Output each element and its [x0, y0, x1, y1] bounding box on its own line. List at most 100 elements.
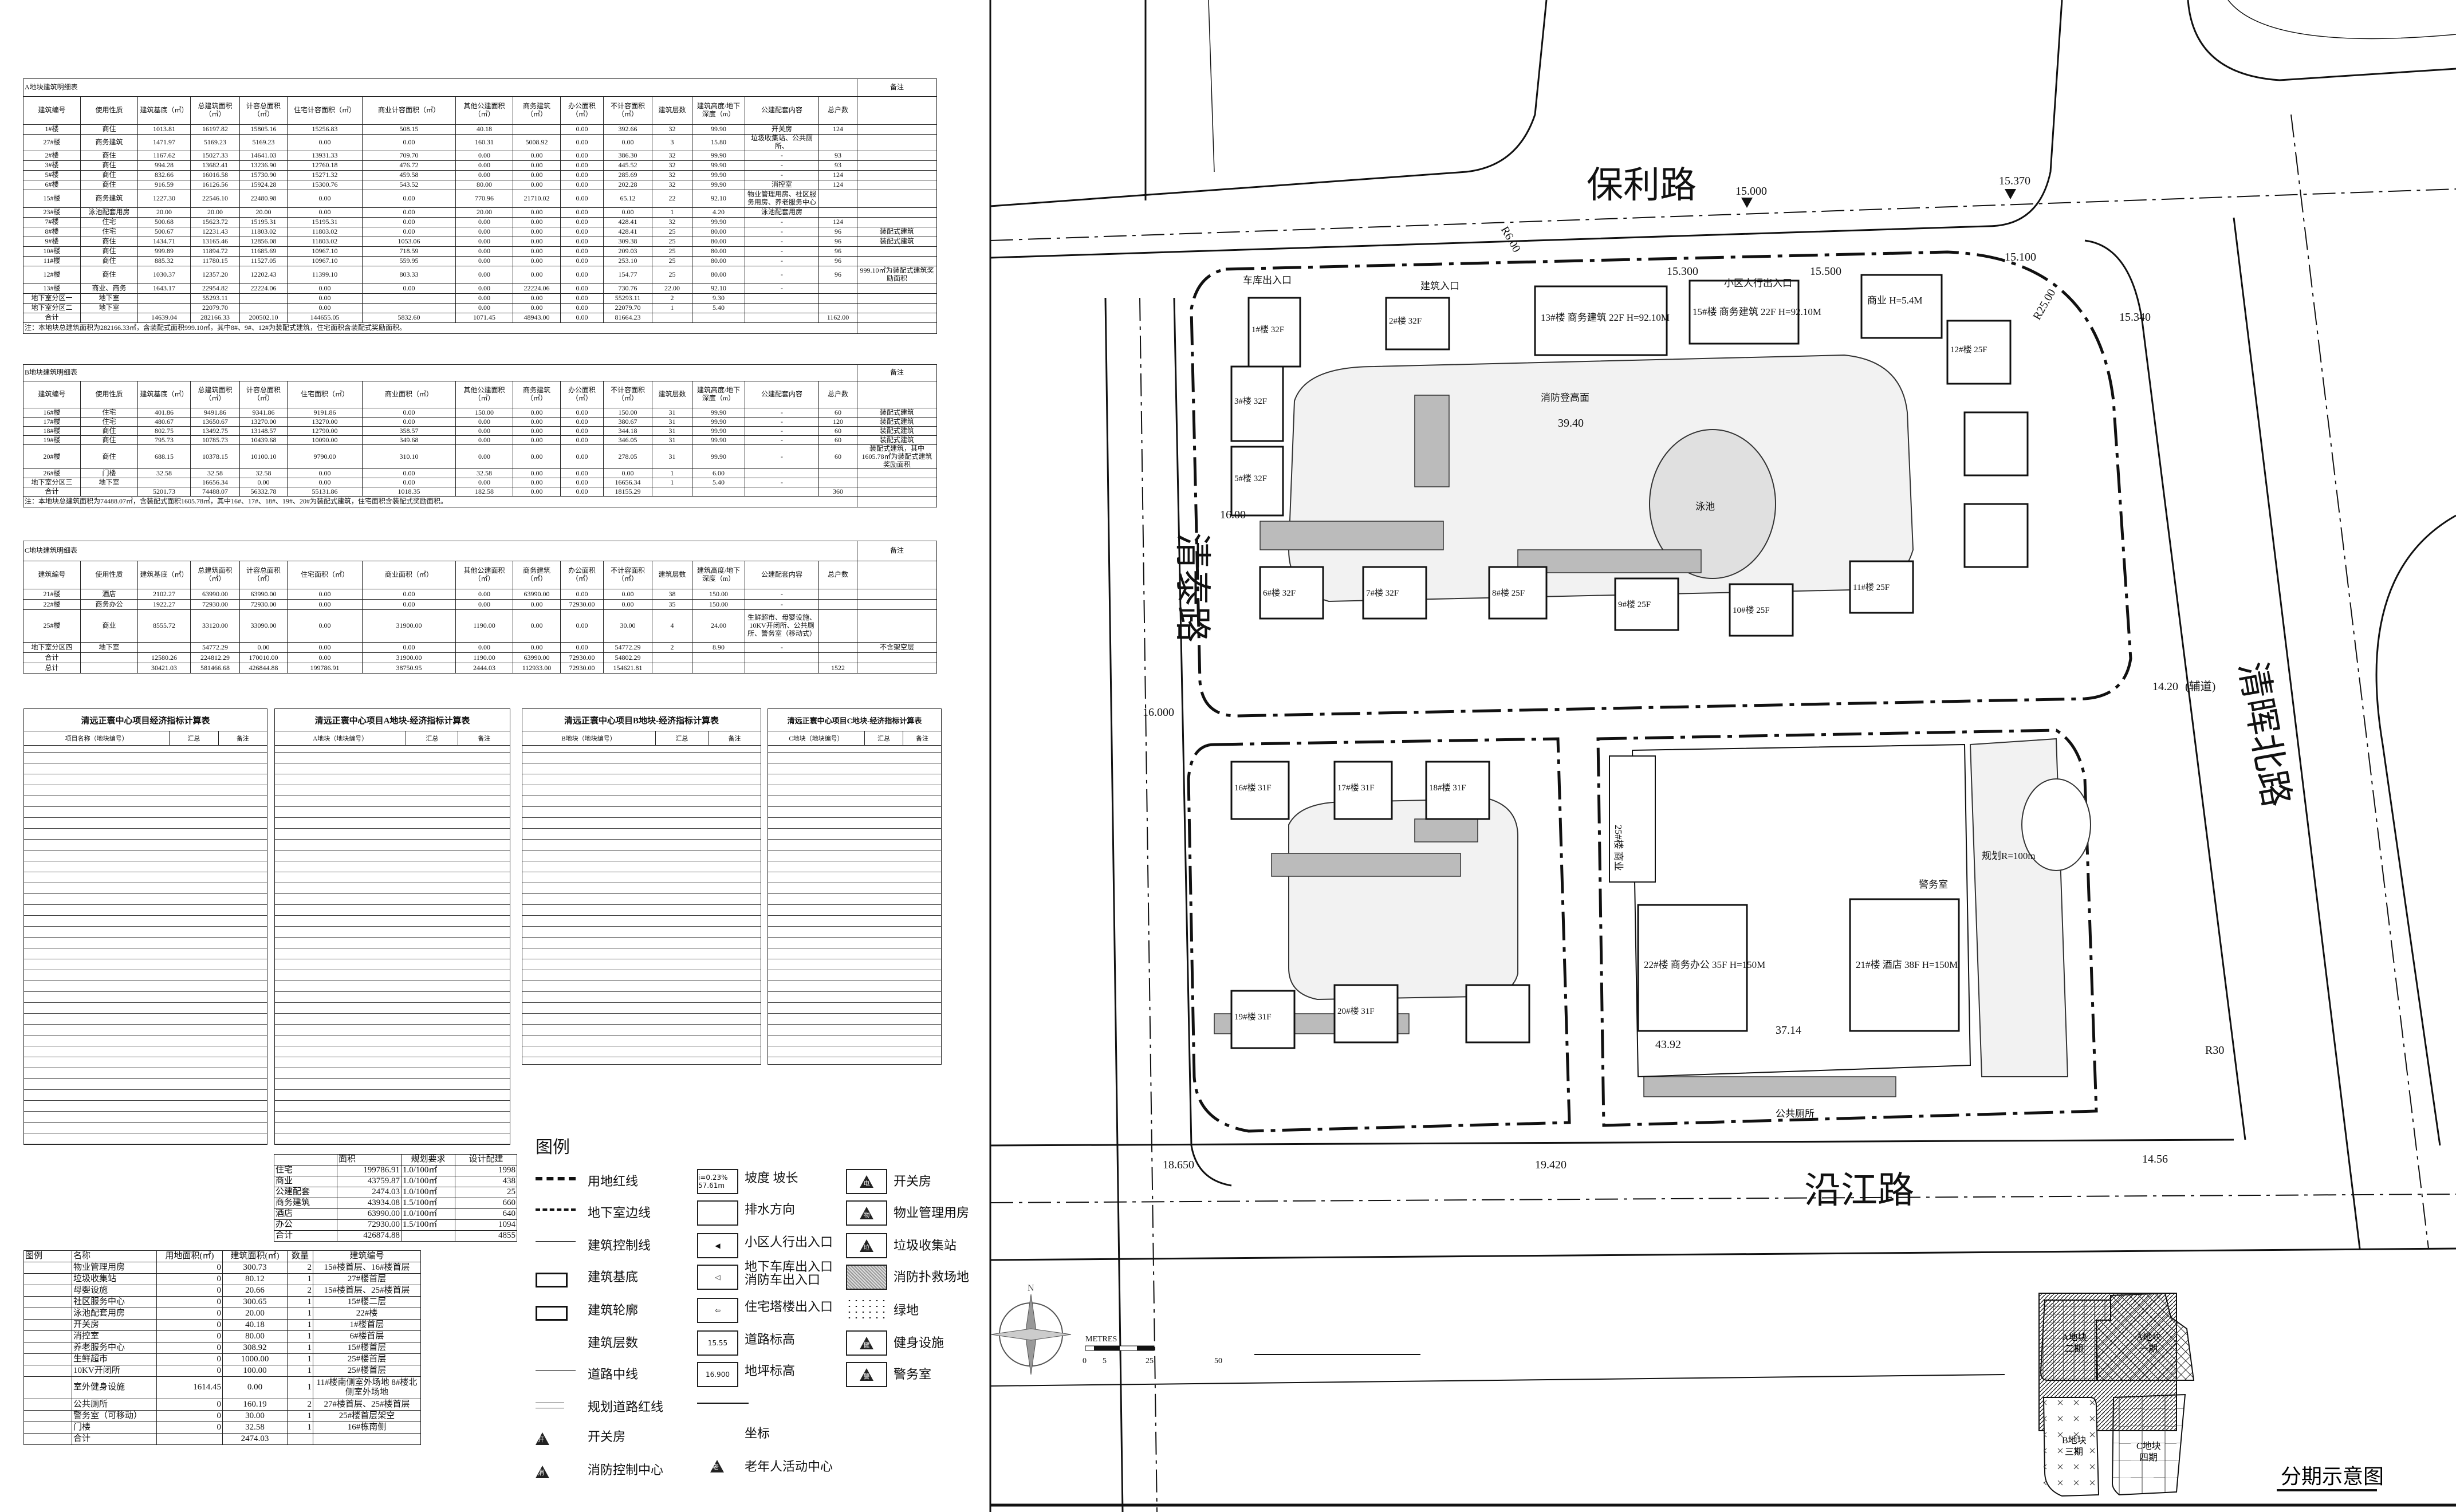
- table-cell: 公建配套: [274, 1187, 337, 1198]
- column-header: 规划要求: [401, 1154, 455, 1166]
- table-cell: 2102.27: [137, 589, 191, 600]
- column-header: 不计容面积（㎡）: [603, 381, 652, 408]
- table-cell: 32.58: [455, 468, 513, 479]
- table-cell: 0.00: [513, 478, 561, 488]
- table-cell: 22546.10: [190, 189, 240, 208]
- column-header: 建筑编号: [23, 381, 81, 408]
- table-cell: 11803.02: [287, 226, 363, 237]
- table-cell: 22: [652, 189, 692, 208]
- tower: [1729, 583, 1794, 637]
- elevation-label: 15.000: [1735, 185, 1767, 198]
- elevation-label: 15.500: [1810, 265, 1841, 278]
- elevation-label: 16.000: [1143, 706, 1174, 719]
- column-header: 数量: [287, 1250, 313, 1262]
- scale-tick: 0: [1083, 1357, 1087, 1365]
- table-cell: 16656.34: [603, 478, 652, 488]
- tower: [1230, 365, 1284, 442]
- dimension: 39.40: [1558, 417, 1584, 430]
- dimension: R25.00: [2030, 287, 2058, 322]
- tower: [1849, 560, 1914, 614]
- table-cell: 32.58: [239, 468, 288, 479]
- building-labels: 13#楼 商务建筑 22F H=92.10M 15#楼 商务建筑 22F H=9…: [1243, 275, 2036, 1119]
- column-header: 总户数: [818, 381, 857, 408]
- column-header: 住宅面积（㎡）: [287, 561, 363, 589]
- table-cell: 0.00: [287, 134, 363, 151]
- table-cell: 20#楼: [23, 444, 81, 470]
- table-cell: 31900.00: [362, 609, 456, 643]
- table-cell: 不含架空层: [857, 642, 937, 653]
- dimension: 43.92: [1655, 1038, 1681, 1051]
- table-cell: 1030.37: [137, 265, 191, 284]
- table-cell: 0.00: [560, 312, 604, 323]
- table-cell: 581466.68: [190, 663, 240, 674]
- table-cell: 99.90: [692, 435, 745, 445]
- column-header: 计容总面积（㎡）: [239, 381, 288, 408]
- building-27: [1860, 274, 1943, 339]
- buildings-a: [1230, 274, 2029, 637]
- table-cell: 32: [652, 150, 692, 161]
- eco-table-b: 清远正寰中心项目B地块-经济指标计算表 B地块（地块编号）汇总备注: [522, 708, 761, 1065]
- tower: [1259, 566, 1324, 620]
- column-header: 不计容面积（㎡）: [603, 561, 652, 589]
- dimension: R6.00: [1498, 225, 1523, 255]
- table-cell: 0.00: [513, 207, 561, 218]
- table-cell: 22224.06: [513, 283, 561, 294]
- table-cell: [857, 663, 937, 674]
- table-cell: 26#楼: [23, 468, 81, 479]
- table-cell: 300.73: [222, 1262, 288, 1274]
- table-cell: 72930.00: [560, 663, 604, 674]
- eco-table-title: 清远正寰中心项目C地块-经济指标计算表: [768, 709, 941, 731]
- table-cell: 96: [818, 265, 857, 284]
- table-cell: 144655.05: [287, 312, 363, 323]
- building-table-b: B地块建筑明细表备注建筑编号使用性质建筑基底（㎡）总建筑面积（㎡）计容总面积（㎡…: [23, 364, 937, 508]
- table-cell: 0.00: [603, 134, 652, 151]
- table-cell: 33120.00: [190, 609, 240, 643]
- table-cell: 25: [652, 265, 692, 284]
- table-cell: 15195.31: [239, 216, 288, 227]
- eco-table-title: 清远正寰中心项目经济指标计算表: [24, 709, 267, 731]
- table-cell: 30.00: [603, 609, 652, 643]
- table-cell: 1013.81: [137, 124, 191, 135]
- building-label: 建筑入口: [1420, 281, 1459, 292]
- table-cell: 0.00: [455, 265, 513, 284]
- column-header: 使用性质: [80, 561, 138, 589]
- table-cell: 1#楼: [23, 124, 81, 135]
- tower: [1362, 566, 1427, 620]
- buildings-b: [1230, 761, 1530, 1049]
- remark-header: 备注: [857, 78, 937, 97]
- table-cell: 1.0/100㎡: [401, 1187, 455, 1198]
- phase-label: C地块: [2136, 1441, 2161, 1451]
- table-cell: 0.00: [287, 302, 363, 313]
- building-label: 规划R=100m: [1982, 850, 2036, 861]
- table-cell: 0.00: [222, 1376, 288, 1399]
- table-cell: 99.90: [692, 124, 745, 135]
- elevation-marks: 15.000 15.370 15.100 15.300 15.500 16.00…: [1143, 175, 2178, 1171]
- table-cell: 1227.30: [137, 189, 191, 208]
- table-cell: 0.00: [362, 642, 456, 653]
- table-cell: 999.10㎡为装配式建筑奖励面积: [857, 265, 937, 284]
- table-cell: 25: [455, 1187, 517, 1198]
- table-cell: 8555.72: [137, 609, 191, 643]
- column-header: 商务建筑（㎡）: [513, 96, 561, 125]
- tower: [1247, 297, 1301, 368]
- table-cell: 0.00: [513, 444, 561, 470]
- table-cell: 150.00: [692, 599, 745, 610]
- building-label: 泳池: [1695, 501, 1715, 512]
- table-cell: 13148.57: [239, 426, 288, 436]
- table-cell: 124: [818, 170, 857, 180]
- road-name-west: 清泰路: [1172, 533, 1213, 643]
- dimension: R30: [2205, 1044, 2224, 1057]
- north-label: N: [1028, 1283, 1034, 1293]
- table-cell: 4855: [455, 1230, 517, 1242]
- table-cell: 11894.72: [190, 246, 240, 257]
- table-cell: 80.00: [222, 1330, 288, 1342]
- column-header: 商务建筑（㎡）: [513, 561, 561, 589]
- column-header: 总建筑面积（㎡）: [190, 381, 240, 408]
- scale-tick: 5: [1103, 1357, 1107, 1365]
- phase-label: 四期: [2139, 1452, 2158, 1463]
